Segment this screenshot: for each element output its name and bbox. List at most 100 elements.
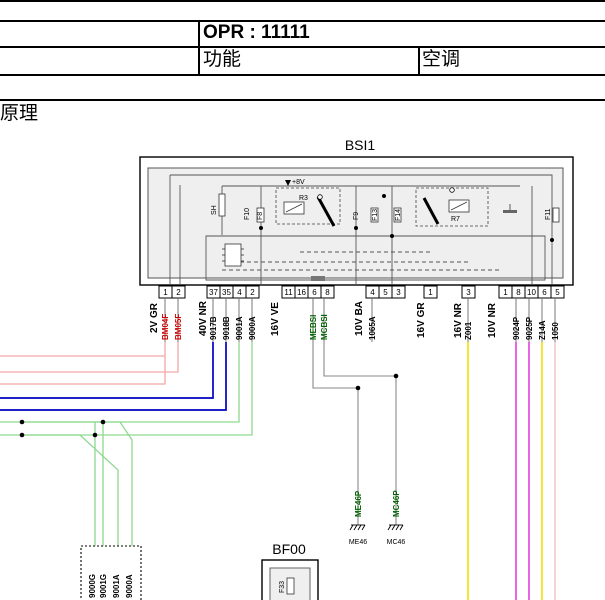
pin-number: 8 [325,288,330,297]
wire-label: 9000G [88,574,97,598]
wire-pink-1 [0,342,166,385]
pin-boxes [158,285,565,299]
fuse-f8-label: F8 [257,212,264,220]
wire-label: 9018B [222,316,231,340]
connector-16v-gr: 16V GR [416,302,427,338]
internal-bus [169,174,553,285]
connector-2v-gr: 2V GR [149,302,160,333]
wire-label: 1050 [551,322,560,340]
fuse-box-title: BF00 [272,541,306,557]
pin-number: 6 [312,288,317,297]
fuse-f8 [256,207,265,223]
section-title: 原理 [0,103,39,124]
pin-number: 1 [163,288,168,297]
table-divider [418,46,420,74]
pin-number: 37 [209,288,218,297]
function-label: 功能 [203,49,242,70]
pin-number: 16 [297,288,306,297]
supply-arrow-icon [285,180,291,186]
pin-number: 2 [250,288,255,297]
ground-icon [349,524,366,531]
table-rule [0,99,605,101]
ground-label: MC46 [387,539,406,546]
fuse-f11-label: F11 [545,208,552,220]
wire-label: MC46P [392,490,401,517]
internal-ground-icon [503,204,517,213]
header-table: OPR : 11111 功能 空调 [0,0,605,101]
wire-label: BM05F [174,314,183,340]
fuse-f14 [393,207,402,223]
pin-number: 2 [176,288,181,297]
wire-label: 9001A [112,574,121,598]
right-wires [467,342,556,600]
function-value: 空调 [422,49,461,70]
shunt-sh-label: SH [211,205,218,215]
internal-splices [259,194,554,242]
connector-10v-nr: 10V NR [487,302,498,338]
pin-number: 1 [503,288,508,297]
shunt-sh [218,193,226,217]
ground-wire-labels: ME46P MC46P [354,490,401,517]
bsi1-inner [147,167,564,279]
relay-r3-label: R3 [299,195,308,202]
fuse-f14-label: F14 [395,209,402,221]
wire-label: Z001 [464,321,473,340]
wire-label: MCBSI [320,314,329,340]
pin-number: 4 [370,288,375,297]
pin-numbers: 1 2 37 35 4 2 11 16 6 8 4 5 3 1 3 1 8 10… [163,288,560,297]
pin-number: 5 [555,288,560,297]
wire-label: 9001G [99,574,108,598]
table-rule [0,0,605,2]
module-ground-icon [311,276,325,281]
wire-label: 1065A [368,316,377,340]
connector-16v-ve: 16V VE [270,302,281,336]
wire-label: 9001A [235,316,244,340]
pin-number: 8 [516,288,521,297]
ground-splices [355,373,399,391]
table-divider [198,20,200,74]
pin-number: 4 [237,288,242,297]
wire-label: MEBSI [309,315,318,340]
pin-number: 6 [542,288,547,297]
fuse-f10-label: F10 [244,208,251,220]
table-rule [0,46,605,48]
chip-icon [222,243,244,267]
connector-40v-nr: 40V NR [198,300,209,336]
fuse-f9-label: F9 [353,212,360,220]
opr-label: OPR : 11111 [203,22,310,43]
connector-labels: 2V GR 40V NR 16V VE 10V BA 16V GR 16V NR… [149,300,498,338]
fuse-f13 [370,207,379,223]
pin-number: 11 [284,288,293,297]
harness-connector [80,545,142,600]
pin-number: 5 [383,288,388,297]
pin-number: 10 [527,288,536,297]
harness-wire-labels: 9000G 9001G 9001A 9000A [88,574,134,598]
relay-r7 [415,187,489,227]
wire-label: 9000A [125,574,134,598]
wire-label: 9025P [525,316,534,340]
ground-wires [312,342,397,525]
ground-icon [387,524,404,531]
wire-blue-2 [0,342,227,411]
wire-labels: BM04F BM05F 9017B 9018B 9001A 9000A MEBS… [161,314,560,340]
wire-label: BM04F [161,314,170,340]
splice-points [19,419,106,438]
fuse-f33-label: F33 [279,581,286,593]
wire-mcbsi [323,342,397,525]
internal-fuses [256,207,560,223]
fuse-f13-label: F13 [372,209,379,221]
wire-label: ME46P [354,490,363,517]
wire-label: 9017B [209,316,218,340]
wire-green-6 [22,421,133,548]
table-rule [0,20,605,22]
table-rule [0,74,605,76]
wire-blue-1 [0,342,214,399]
connector-10v-ba: 10V BA [354,301,365,336]
module-title: BSI1 [345,137,376,153]
pin-stubs [164,298,556,342]
wire-green-2 [0,342,253,436]
ground-label: ME46 [349,539,367,546]
pin-number: 1 [428,288,433,297]
wire-pink-2 [0,342,179,373]
